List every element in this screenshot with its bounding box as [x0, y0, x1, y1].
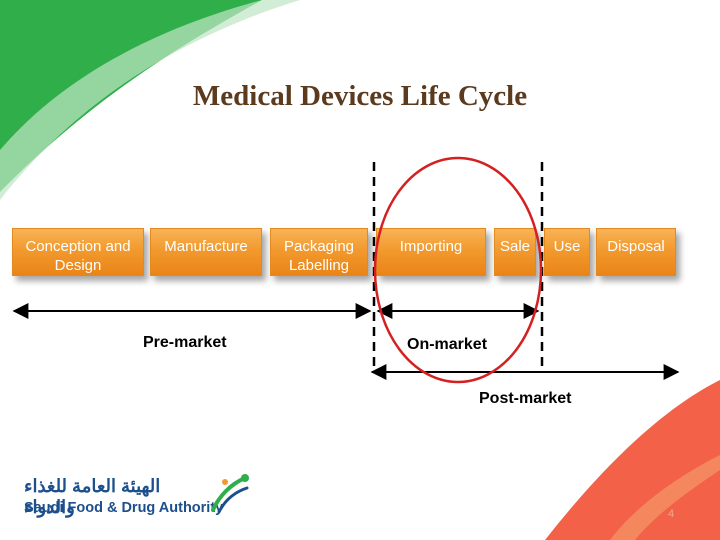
stage-packaging-labelling: Packaging Labelling	[270, 228, 368, 276]
light-green-arc	[0, 0, 300, 200]
sfda-arabic-name: الهيئة العامة للغذاء والدواء	[24, 476, 161, 517]
green-corner-shape	[0, 0, 262, 192]
sfda-logo-icon	[211, 474, 249, 514]
stage-use: Use	[544, 228, 590, 276]
page-number: 4	[668, 508, 675, 520]
stage-conception-design: Conception and Design	[12, 228, 144, 276]
sfda-english-name: Saudi Food & Drug Authority	[24, 500, 224, 516]
slide-title: Medical Devices Life Cycle	[192, 80, 528, 112]
coral-corner-highlight	[610, 455, 720, 540]
on-market-label: On-market	[407, 336, 488, 353]
post-market-label: Post-market	[479, 390, 572, 407]
stage-disposal: Disposal	[596, 228, 676, 276]
stage-sale: Sale	[494, 228, 536, 276]
stage-manufacture: Manufacture	[150, 228, 262, 276]
pre-market-label: Pre-market	[143, 334, 227, 351]
stage-importing: Importing	[376, 228, 486, 276]
